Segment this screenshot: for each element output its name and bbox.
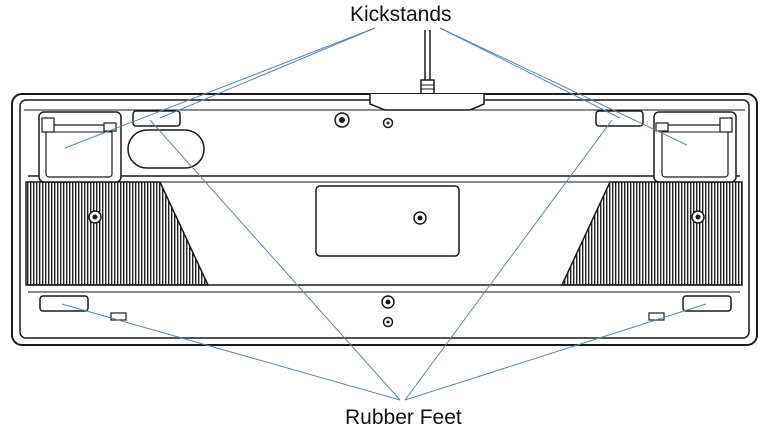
rubber-feet-label: Rubber Feet xyxy=(345,406,462,429)
kickstand-right xyxy=(653,111,737,183)
usb-cable xyxy=(420,30,435,95)
kickstands-label: Kickstands xyxy=(350,3,452,26)
leader-foot-bottom-left xyxy=(61,303,401,401)
leader-foot-top-left xyxy=(149,119,401,401)
leader-kickstand-foot-left xyxy=(159,27,376,119)
leader-foot-bottom-right xyxy=(404,303,707,401)
rubber-foot-bottom-left xyxy=(39,295,89,312)
leader-kickstand-foot-right xyxy=(439,27,621,119)
leader-kickstand-right xyxy=(439,27,688,146)
kickstand-left xyxy=(38,111,122,183)
leader-lines xyxy=(61,27,707,401)
center-recess xyxy=(315,185,460,257)
leader-foot-top-right xyxy=(404,119,613,401)
rubber-feet xyxy=(39,110,732,321)
label-plate xyxy=(127,129,205,169)
rubber-foot-top-right xyxy=(595,110,644,127)
leader-kickstand-left xyxy=(64,27,376,149)
